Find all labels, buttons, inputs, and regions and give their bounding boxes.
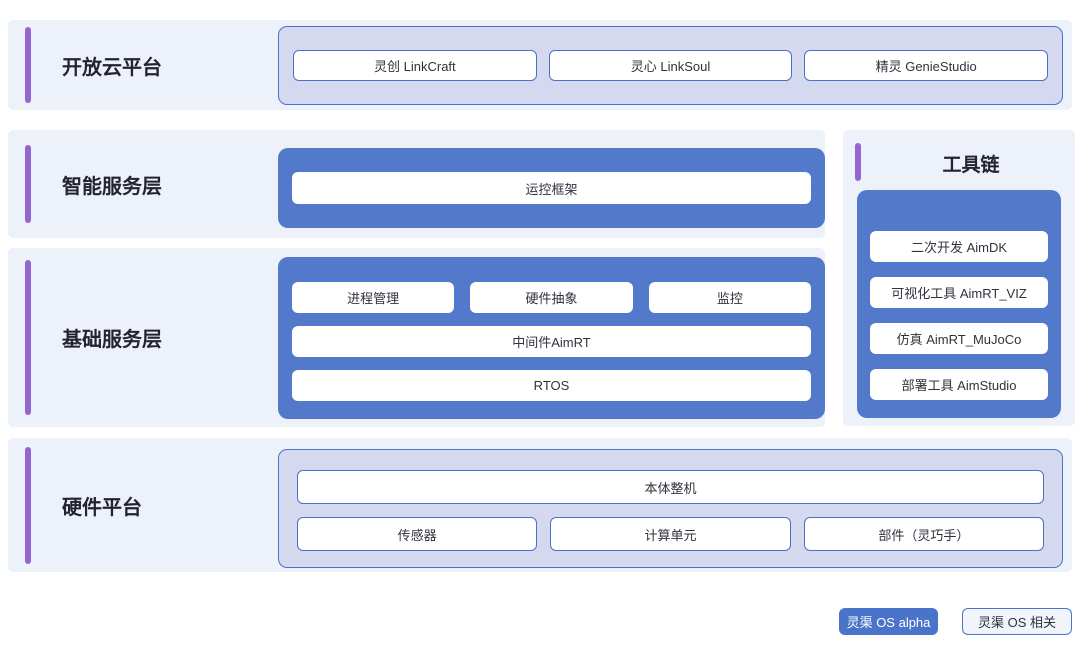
hardware-group-container: 本体整机 传感器 计算单元 部件（灵巧手）	[278, 449, 1063, 568]
node-linkcraft: 灵创 LinkCraft	[293, 50, 537, 81]
node-aimrt-mujoco: 仿真 AimRT_MuJoCo	[870, 323, 1048, 354]
accent-bar	[855, 143, 861, 181]
node-dexterous-hand-parts: 部件（灵巧手）	[803, 517, 1044, 551]
node-middleware-aimrt: 中间件AimRT	[292, 326, 811, 357]
node-monitoring: 监控	[648, 282, 811, 313]
legend-lingqu-os-related: 灵渠 OS 相关	[962, 608, 1072, 635]
node-hardware-abstraction: 硬件抽象	[470, 282, 633, 313]
hardware-row-components: 传感器 计算单元 部件（灵巧手）	[297, 517, 1044, 551]
node-sensors: 传感器	[297, 517, 538, 551]
accent-bar	[25, 145, 31, 223]
layer-title-base: 基础服务层	[62, 329, 162, 351]
accent-bar	[25, 27, 31, 103]
layer-panel-intelligent: 智能服务层 运控框架	[8, 130, 825, 238]
node-aimdk: 二次开发 AimDK	[870, 231, 1048, 262]
cloud-group-container: 灵创 LinkCraft 灵心 LinkSoul 精灵 GenieStudio	[278, 26, 1063, 105]
layer-panel-base: 基础服务层 进程管理 硬件抽象 监控 中间件AimRT RTOS	[8, 248, 825, 427]
intelligent-group-container: 运控框架	[278, 148, 825, 228]
node-rtos: RTOS	[292, 370, 811, 401]
toolchain-group-container: 二次开发 AimDK 可视化工具 AimRT_VIZ 仿真 AimRT_MuJo…	[857, 190, 1061, 418]
node-process-management: 进程管理	[292, 282, 455, 313]
node-geniestudio: 精灵 GenieStudio	[804, 50, 1049, 81]
toolchain-panel: 工具链 二次开发 AimDK 可视化工具 AimRT_VIZ 仿真 AimRT_…	[843, 130, 1075, 426]
node-linksoul: 灵心 LinkSoul	[548, 50, 793, 81]
layer-title-hardware: 硬件平台	[62, 496, 142, 519]
node-compute-unit: 计算单元	[550, 517, 791, 551]
node-aimstudio: 部署工具 AimStudio	[870, 369, 1048, 400]
node-whole-machine: 本体整机	[297, 470, 1044, 504]
node-aimrt-viz: 可视化工具 AimRT_VIZ	[870, 277, 1048, 308]
toolchain-title: 工具链	[942, 155, 1000, 176]
layer-title-cloud: 开放云平台	[62, 56, 162, 79]
accent-bar	[25, 447, 31, 564]
legend-lingqu-os-alpha: 灵渠 OS alpha	[839, 608, 938, 635]
layer-title-intelligent: 智能服务层	[62, 175, 162, 198]
layer-panel-cloud: 开放云平台 灵创 LinkCraft 灵心 LinkSoul 精灵 GenieS…	[8, 20, 1072, 110]
layer-panel-hardware: 硬件平台 本体整机 传感器 计算单元 部件（灵巧手）	[8, 438, 1072, 572]
base-row-services: 进程管理 硬件抽象 监控	[292, 282, 811, 313]
accent-bar	[25, 260, 31, 415]
base-group-container: 进程管理 硬件抽象 监控 中间件AimRT RTOS	[278, 257, 825, 419]
node-motion-control-framework: 运控框架	[292, 172, 811, 204]
